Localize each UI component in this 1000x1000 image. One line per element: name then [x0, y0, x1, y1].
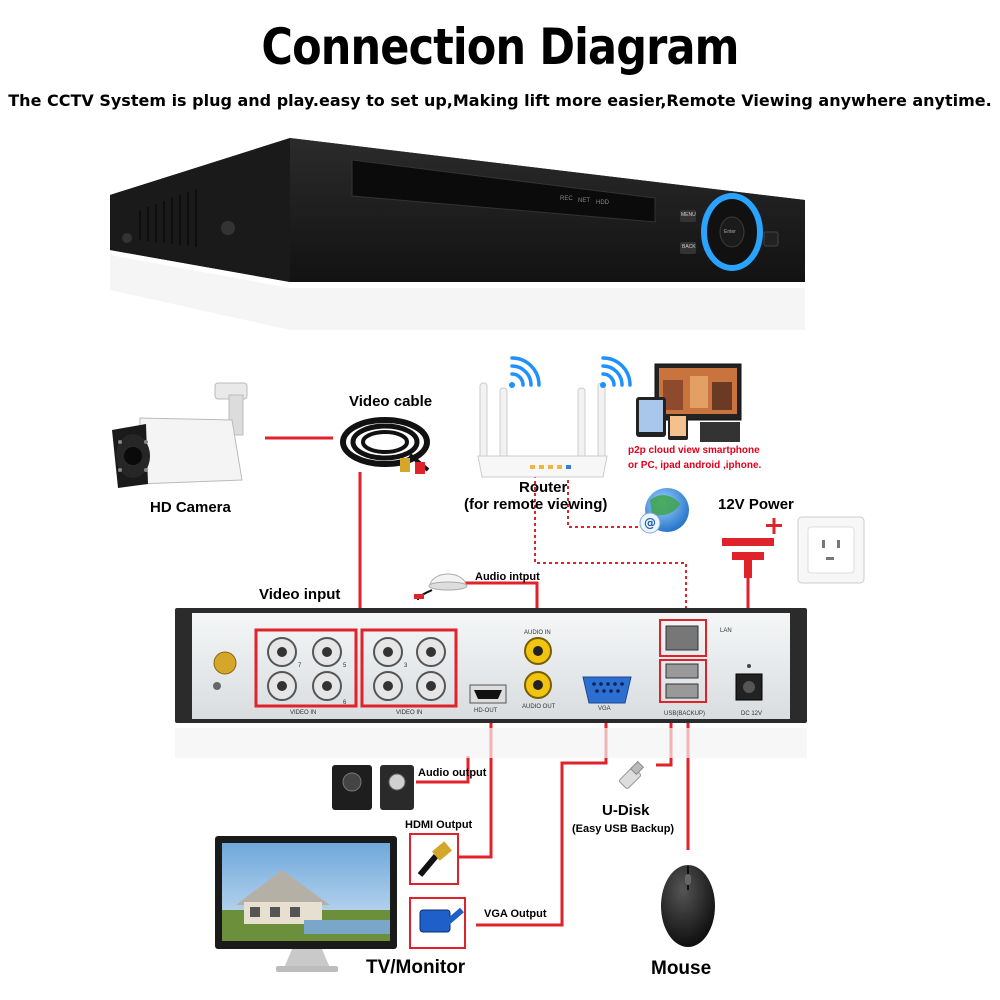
- power-outlet-image: [797, 516, 865, 584]
- panel-label-audio-in: AUDIO IN: [524, 630, 551, 636]
- dvr-front-hdd: HDD: [596, 200, 609, 206]
- rca-ports: [524, 637, 552, 699]
- label-audio-output: Audio output: [418, 767, 487, 779]
- page-subtitle: The CCTV System is plug and play.easy to…: [8, 91, 992, 110]
- panel-label-video-in-left: VIDEO IN: [290, 710, 317, 716]
- wifi-icon: [509, 356, 541, 388]
- label-tv-monitor: TV/Monitor: [366, 957, 466, 978]
- label-mouse: Mouse: [651, 958, 712, 979]
- dvr-front-image: [110, 138, 805, 330]
- vga-cable-image: [409, 897, 466, 949]
- usb-disk-image: [619, 760, 645, 789]
- video-cable-image: [340, 417, 430, 474]
- dvr-front-enter: Enter: [724, 229, 736, 235]
- label-video-cable: Video cable: [349, 393, 433, 410]
- label-router: Router: [519, 479, 568, 496]
- lan-usb-ports: [659, 619, 707, 703]
- panel-label-audio-out: AUDIO OUT: [522, 704, 556, 710]
- panel-label-usb: USB(BACKUP): [664, 711, 706, 717]
- label-hdmi-output: HDMI Output: [405, 819, 473, 831]
- label-hd-camera: HD Camera: [150, 499, 231, 516]
- label-vga-output: VGA Output: [484, 908, 547, 920]
- speakers-image: [332, 765, 414, 810]
- label-router-note: (for remote viewing): [464, 496, 608, 513]
- panel-port-5: 5: [343, 663, 347, 669]
- devices-image: [636, 363, 742, 442]
- bnc-port-centers: [277, 647, 436, 691]
- panel-label-lan: LAN: [720, 628, 732, 634]
- microphone-image: [414, 573, 468, 601]
- label-u-disk-note: (Easy USB Backup): [572, 823, 675, 835]
- dc-port: [735, 664, 763, 701]
- label-p2p-line2: or PC, ipad android ,iphone.: [628, 460, 762, 471]
- label-p2p-line1: p2p cloud view smartphone: [628, 445, 760, 456]
- label-video-input: Video input: [259, 586, 341, 603]
- label-power: 12V Power: [718, 496, 794, 513]
- label-audio-input: Audio intput: [475, 571, 540, 583]
- panel-port-6: 6: [343, 700, 347, 706]
- internet-globe-icon: @: [639, 488, 689, 534]
- label-u-disk: U-Disk: [602, 802, 650, 819]
- network-dashed-lines: [534, 475, 687, 632]
- wifi-icon: [600, 356, 632, 388]
- monitor-image: [215, 836, 397, 972]
- dvr-front-net: NET: [578, 198, 590, 204]
- power-symbol-icon: [722, 518, 782, 578]
- panel-port-7: 7: [298, 663, 302, 669]
- panel-label-dc: DC 12V: [741, 711, 763, 717]
- panel-label-vga: VGA: [598, 706, 611, 712]
- hdmi-port: [469, 684, 507, 704]
- dvr-front-back: BACK: [682, 244, 696, 250]
- panel-port-3: 3: [404, 663, 408, 669]
- panel-label-hd-out: HD-OUT: [474, 708, 498, 714]
- dvr-front-menu: MENU: [681, 212, 696, 218]
- hdmi-cable-image: [409, 833, 459, 885]
- camera-image: [112, 382, 248, 488]
- svg-text:@: @: [644, 516, 656, 530]
- vga-port: [582, 676, 632, 704]
- router-image: [477, 382, 608, 478]
- mouse-image: [661, 865, 715, 947]
- panel-label-video-in-right: VIDEO IN: [396, 710, 423, 716]
- dvr-front-rec: REC: [560, 196, 573, 202]
- page-title: Connection Diagram: [261, 18, 739, 76]
